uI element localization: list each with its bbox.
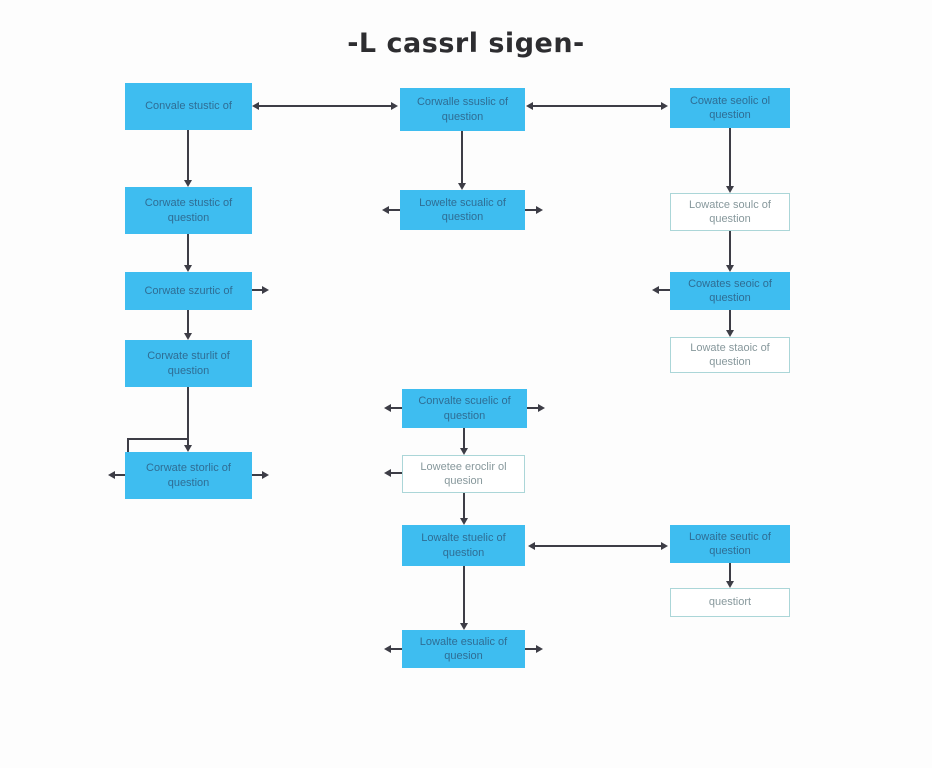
diagram-title: -L cassrl sigen- <box>347 28 585 59</box>
stub-m2-left <box>389 209 400 211</box>
stub-l5-left <box>115 474 125 476</box>
arrowhead-down-icon <box>184 333 192 340</box>
stub-m5-left <box>391 648 402 650</box>
flow-node-l2: Corwate stustic of question <box>125 187 252 234</box>
stub-mw-left <box>391 472 402 474</box>
arrowhead-right-icon <box>661 102 668 110</box>
arrowhead-right-icon <box>661 542 668 550</box>
connector-mw-m4 <box>463 493 465 518</box>
flow-node-r6: questiort <box>670 588 790 617</box>
arrowhead-left-icon <box>384 404 391 412</box>
flow-node-l3: Corwate szurtic of <box>125 272 252 310</box>
connector-r5-r6 <box>729 563 731 581</box>
connector-m4-m5 <box>463 566 465 623</box>
stub-m2-right <box>525 209 536 211</box>
arrowhead-down-icon <box>460 448 468 455</box>
flow-node-m1: Corwalle ssuslic of question <box>400 88 525 131</box>
stub-m3-right <box>527 407 538 409</box>
connector-l2-l3 <box>187 234 189 265</box>
arrowhead-left-icon <box>252 102 259 110</box>
flow-node-l4: Corwate sturlit of question <box>125 340 252 387</box>
flow-node-r5: Lowaite seutic of question <box>670 525 790 563</box>
arrowhead-right-icon <box>536 206 543 214</box>
connector-m4-r5 <box>535 545 661 547</box>
arrowhead-left-icon <box>384 645 391 653</box>
flow-node-mw: Lowetee eroclir ol quesion <box>402 455 525 493</box>
arrowhead-right-icon <box>538 404 545 412</box>
flow-node-m4: Lowalte stuelic of question <box>402 525 525 566</box>
connector-l4-l5-elbow-drop <box>127 438 129 452</box>
flow-node-m2: Lowelte scualic of question <box>400 190 525 230</box>
arrowhead-down-icon <box>184 180 192 187</box>
connector-l4-l5 <box>187 387 189 445</box>
flow-node-m5: Lowalte esualic of quesion <box>402 630 525 668</box>
arrowhead-down-icon <box>458 183 466 190</box>
arrowhead-right-icon <box>391 102 398 110</box>
connector-r1-r2 <box>729 128 731 186</box>
arrowhead-left-icon <box>382 206 389 214</box>
flow-node-r4: Lowate staoic of question <box>670 337 790 373</box>
connector-m1-r1 <box>533 105 661 107</box>
stub-m3-left <box>391 407 402 409</box>
flow-node-r3: Cowates seoic of question <box>670 272 790 310</box>
flow-node-l5: Corwate storlic of question <box>125 452 252 499</box>
flow-node-r2: Lowatce soulc of question <box>670 193 790 231</box>
connector-l4-l5-elbow <box>127 438 189 440</box>
arrowhead-right-icon <box>536 645 543 653</box>
arrowhead-down-icon <box>726 330 734 337</box>
arrowhead-down-icon <box>726 265 734 272</box>
connector-l1-l2 <box>187 130 189 180</box>
flow-node-m3: Convalte scuelic of question <box>402 389 527 428</box>
arrowhead-left-icon <box>526 102 533 110</box>
arrowhead-down-icon <box>184 445 192 452</box>
arrowhead-left-icon <box>384 469 391 477</box>
connector-m3-mw <box>463 428 465 448</box>
stub-m5-right <box>525 648 536 650</box>
arrowhead-left-icon <box>652 286 659 294</box>
arrowhead-down-icon <box>726 186 734 193</box>
arrowhead-left-icon <box>108 471 115 479</box>
arrowhead-down-icon <box>460 518 468 525</box>
arrowhead-right-icon <box>262 471 269 479</box>
connector-m1-m2 <box>461 131 463 183</box>
arrowhead-down-icon <box>726 581 734 588</box>
arrowhead-left-icon <box>528 542 535 550</box>
connector-r2-r3 <box>729 231 731 265</box>
arrowhead-right-icon <box>262 286 269 294</box>
stub-l5-right <box>252 474 262 476</box>
stub-l3-right <box>252 289 262 291</box>
flow-node-l1: Convale stustic of <box>125 83 252 130</box>
stub-r3-left <box>659 289 670 291</box>
arrowhead-down-icon <box>184 265 192 272</box>
connector-r3-r4 <box>729 310 731 330</box>
connector-l3-l4 <box>187 310 189 333</box>
connector-l1-m1 <box>259 105 391 107</box>
arrowhead-down-icon <box>460 623 468 630</box>
flow-node-r1: Cowate seolic ol question <box>670 88 790 128</box>
